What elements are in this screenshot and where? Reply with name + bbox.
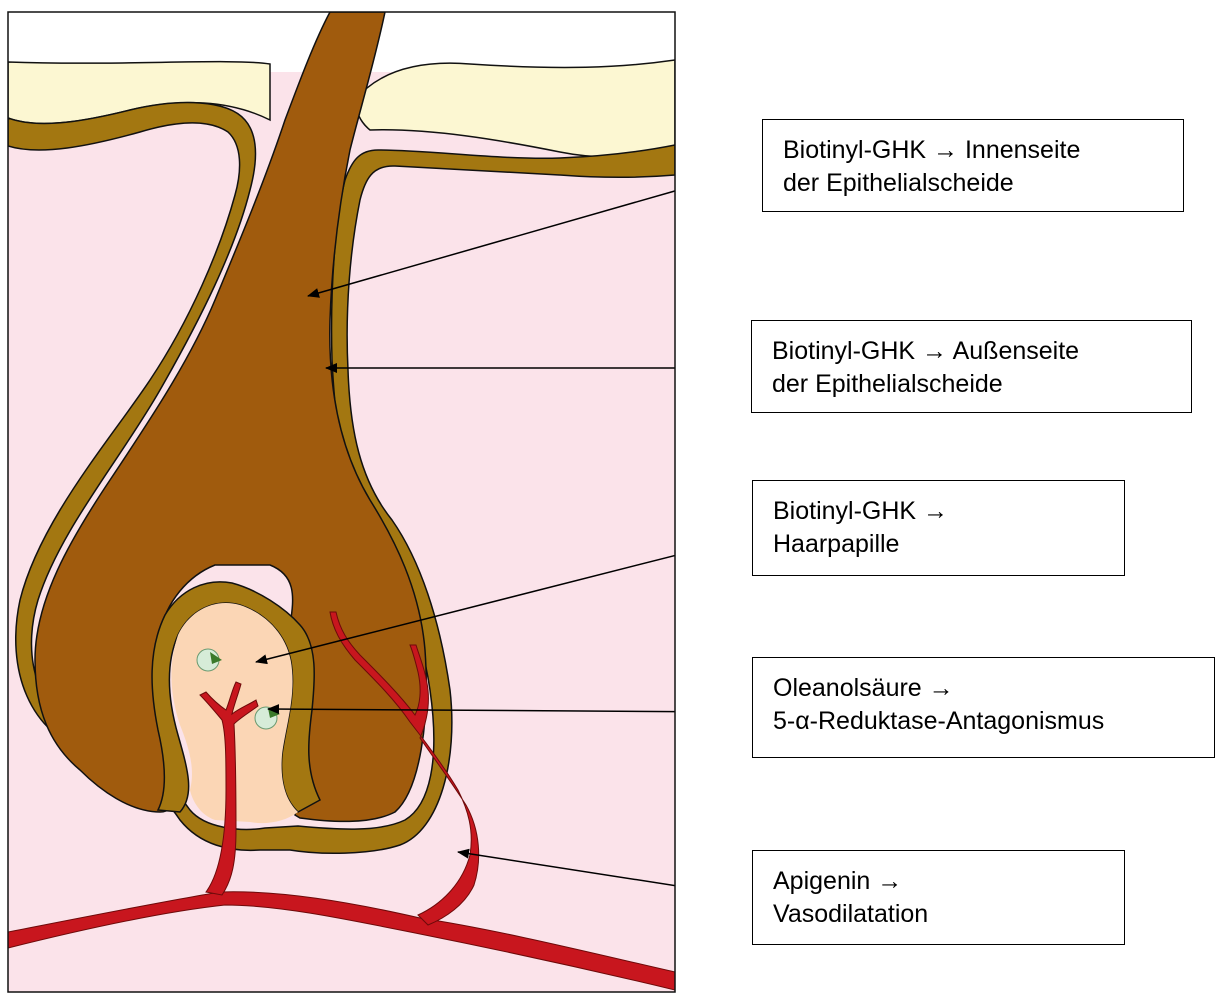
label-line-2: der Epithelialscheide xyxy=(772,368,1179,401)
label-line-2: Vasodilatation xyxy=(773,898,1112,931)
label-line-2: Haarpapille xyxy=(773,528,1112,561)
label-line-1: Biotinyl-GHK → Außenseite xyxy=(772,335,1179,368)
label-line-1: Oleanolsäure → xyxy=(773,672,1202,705)
label-box-innenseite: Biotinyl-GHK → Innenseite der Epithelial… xyxy=(762,119,1184,212)
label-line-1: Biotinyl-GHK → xyxy=(773,495,1112,528)
label-line-1: Biotinyl-GHK → Innenseite xyxy=(783,134,1171,167)
label-box-haarpapille: Biotinyl-GHK → Haarpapille xyxy=(752,480,1125,576)
label-box-aussenseite: Biotinyl-GHK → Außenseite der Epithelial… xyxy=(751,320,1192,413)
label-line-2: 5-α-Reduktase-Antagonismus xyxy=(773,705,1202,738)
skin-panel xyxy=(8,12,762,992)
label-line-2: der Epithelialscheide xyxy=(783,167,1171,200)
label-line-1: Apigenin → xyxy=(773,865,1112,898)
label-box-apigenin: Apigenin → Vasodilatation xyxy=(752,850,1125,945)
label-box-oleanolsaeure: Oleanolsäure → 5-α-Reduktase-Antagonismu… xyxy=(752,657,1215,758)
